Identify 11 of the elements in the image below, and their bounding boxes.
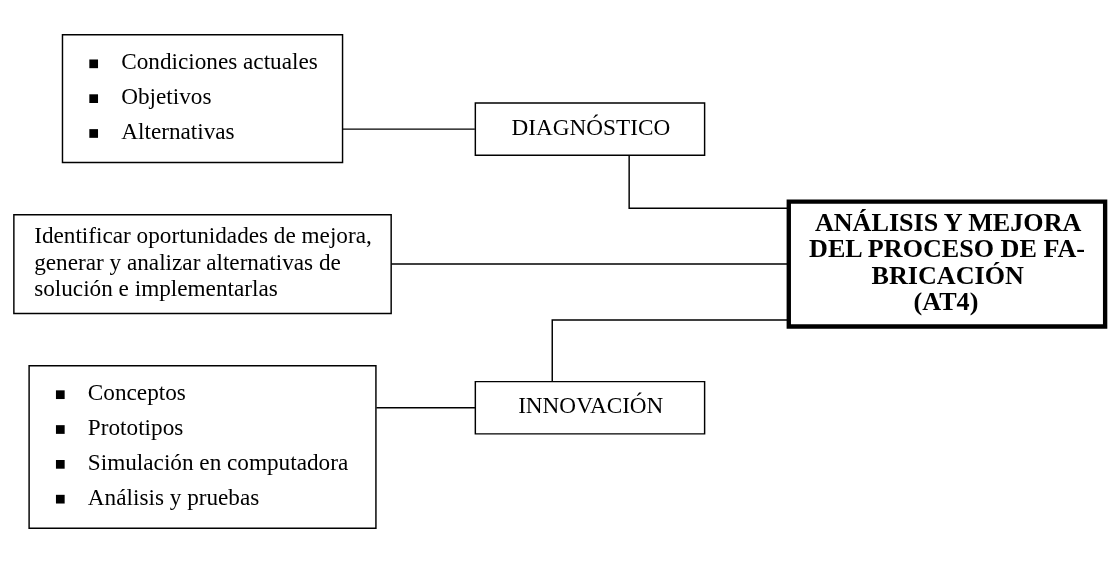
node-box: INNOVACIÓN: [474, 380, 706, 435]
connector: [375, 407, 476, 409]
connector: [342, 128, 476, 130]
connector: [390, 263, 790, 265]
node-box: Condiciones actuales Objetivos Alternativas: [61, 34, 344, 164]
connector: [628, 154, 790, 209]
node-box: Conceptos Prototipos Simulación en computadora Análisis y pruebas: [28, 364, 377, 529]
connector: [551, 319, 790, 383]
node-box: ANÁLISIS Y MEJORA DEL PROCESO DE FA- BRICACIÓN (AT4): [786, 199, 1108, 329]
node-box: DIAGNÓSTICO: [474, 102, 706, 156]
node-box: Identificar oportunidades de mejora, generar y analizar alternativas de solución e implementarlas: [13, 214, 392, 315]
